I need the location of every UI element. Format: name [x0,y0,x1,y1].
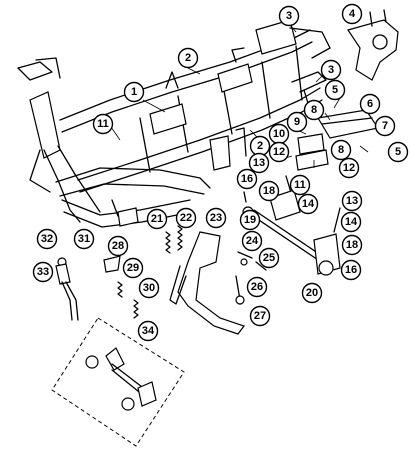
svg-text:31: 31 [78,233,90,245]
callout-6: 6 [359,93,381,115]
inset-part-34 [51,317,185,447]
rear-bracket-part-4 [347,9,399,81]
svg-text:13: 13 [253,157,265,169]
callout-12: 12 [268,141,290,163]
svg-text:27: 27 [254,310,266,322]
svg-text:4: 4 [349,8,356,20]
svg-text:18: 18 [263,185,275,197]
callout-11b: 11 [289,174,311,196]
callout-27: 27 [249,305,271,327]
svg-text:26: 26 [251,281,263,293]
svg-text:23: 23 [210,212,222,224]
springs [117,225,183,319]
callout-20: 20 [301,282,323,304]
callout-8b: 8 [330,139,352,161]
svg-text:24: 24 [246,235,259,247]
callout-5b: 5 [387,141,409,163]
svg-text:18: 18 [346,239,358,251]
small-hardware [103,251,267,305]
svg-text:6: 6 [367,98,373,110]
svg-text:16: 16 [345,264,357,276]
svg-text:30: 30 [143,282,155,294]
svg-text:13: 13 [346,195,358,207]
callout-2b: 2 [249,135,271,157]
svg-text:8: 8 [311,104,317,116]
callout-29: 29 [122,257,144,279]
main-frame [17,19,331,228]
svg-text:8: 8 [338,144,344,156]
callout-3b: 3 [320,59,342,81]
callout-7: 7 [374,115,396,137]
callout-31: 31 [73,228,95,250]
center-stand-part-23 [169,231,245,335]
svg-text:25: 25 [263,252,275,264]
svg-text:14: 14 [345,216,358,228]
callout-34: 34 [137,320,159,342]
callout-25: 25 [258,247,280,269]
callout-18: 18 [258,180,280,202]
svg-text:19: 19 [244,214,256,226]
svg-text:33: 33 [37,266,49,278]
callout-30: 30 [138,277,160,299]
callout-16: 16 [236,168,258,190]
svg-text:12: 12 [343,162,355,174]
callout-13: 13 [248,152,270,174]
svg-text:1: 1 [131,86,137,98]
callout-11: 11 [92,113,114,135]
callout-24: 24 [241,230,263,252]
svg-text:21: 21 [151,213,163,225]
svg-text:20: 20 [306,287,318,299]
callout-labels: 1 2 2 3 3 4 5 5 6 7 8 8 9 10 11 11 12 12… [32,3,409,342]
svg-text:29: 29 [127,262,139,274]
svg-text:5: 5 [332,84,338,96]
svg-text:34: 34 [142,325,155,337]
svg-text:2: 2 [257,140,263,152]
svg-text:3: 3 [286,10,292,22]
callout-12b: 12 [338,157,360,179]
svg-text:5: 5 [395,146,401,158]
callout-14: 14 [297,193,319,215]
callout-23: 23 [205,207,227,229]
svg-text:3: 3 [328,64,334,76]
callout-22: 22 [175,207,197,229]
svg-text:32: 32 [41,233,53,245]
callout-1: 1 [123,81,145,103]
callout-2: 2 [177,47,199,69]
callout-33: 33 [32,261,54,283]
callout-9: 9 [286,111,308,133]
svg-text:14: 14 [302,198,315,210]
svg-text:7: 7 [382,120,388,132]
svg-text:28: 28 [112,240,124,252]
callout-18b: 18 [341,234,363,256]
linkage-assembly [242,175,341,276]
callout-4: 4 [341,3,363,25]
svg-text:11: 11 [294,179,306,191]
svg-text:10: 10 [273,128,285,140]
callout-26: 26 [246,276,268,298]
callout-10: 10 [268,123,290,145]
callout-3: 3 [278,5,300,27]
svg-text:16: 16 [241,173,253,185]
callout-16b: 16 [340,259,362,281]
callout-5: 5 [324,79,346,101]
callout-8: 8 [303,99,325,121]
svg-text:11: 11 [97,118,109,130]
svg-text:2: 2 [185,52,191,64]
callout-21: 21 [146,208,168,230]
callout-28: 28 [107,235,129,257]
side-stand-part-33 [55,257,79,321]
callout-32: 32 [36,228,58,250]
svg-text:9: 9 [294,116,300,128]
svg-text:12: 12 [273,146,285,158]
callout-14b: 14 [340,211,362,233]
callout-13b: 13 [341,190,363,212]
svg-text:22: 22 [180,212,192,224]
mount-bracket-group [295,109,379,171]
callout-19: 19 [239,209,261,231]
